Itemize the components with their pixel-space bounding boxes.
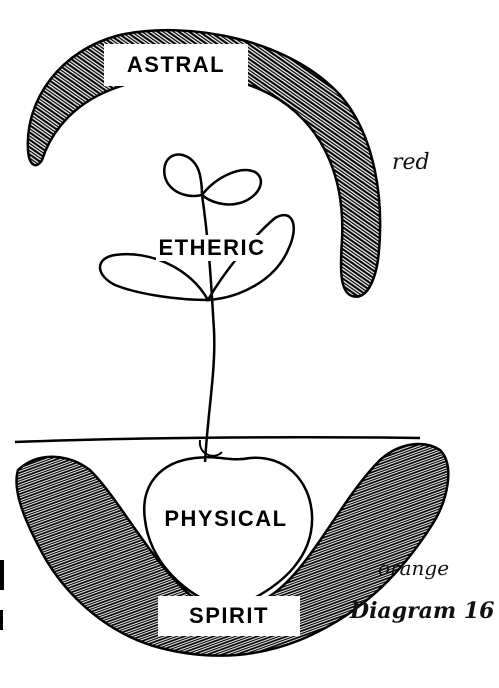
leaf-top-right xyxy=(202,170,261,204)
spirit-label: SPIRIT xyxy=(189,603,269,629)
spirit-label-box: SPIRIT xyxy=(158,596,300,636)
ground-line xyxy=(15,437,420,442)
etheric-label-box: ETHERIC xyxy=(144,230,280,266)
astral-label-box: ASTRAL xyxy=(104,44,248,86)
diagram-caption: Diagram 16 xyxy=(350,598,494,624)
physical-label-box: PHYSICAL xyxy=(148,500,304,538)
edge-speck xyxy=(0,560,4,590)
etheric-label: ETHERIC xyxy=(156,235,267,261)
bud xyxy=(200,440,222,456)
physical-label: PHYSICAL xyxy=(164,506,287,532)
red-annotation: red xyxy=(392,150,430,175)
astral-label: ASTRAL xyxy=(127,52,225,78)
leaf-top-left xyxy=(164,155,202,196)
orange-annotation: orange xyxy=(378,556,449,580)
edge-speck xyxy=(0,610,3,630)
